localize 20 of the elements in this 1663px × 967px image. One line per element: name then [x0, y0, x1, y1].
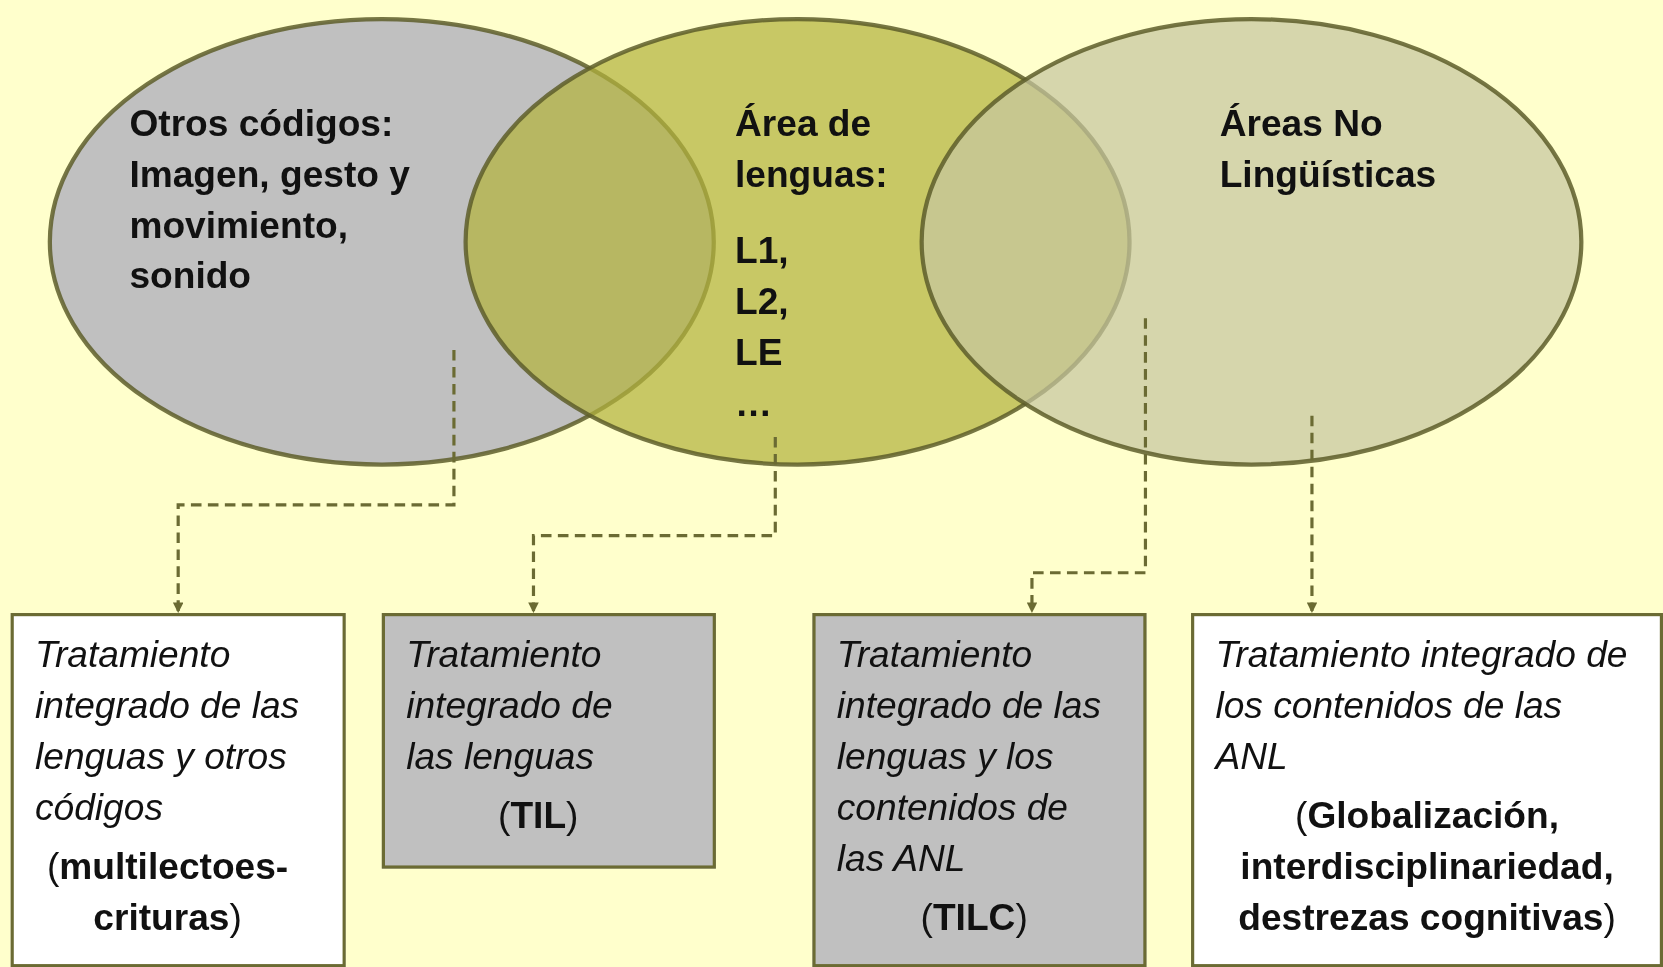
description-text: Tratamiento integrado de las lenguas	[406, 632, 614, 779]
arrow	[528, 436, 777, 613]
arrow	[1306, 415, 1318, 613]
term-text: (multilectoes-crituras)	[45, 844, 290, 940]
description-text: Tratamiento integrado de las lenguas y los contenidos de las ANL	[836, 632, 1102, 881]
ellipse-label: Áreas No Lingüísticas	[1219, 100, 1438, 197]
term-text: (TILC)	[919, 895, 1029, 940]
term-text: (Globalización, interdisciplinariedad, destrezas cognitivas)	[1237, 793, 1617, 940]
ellipse-label: L1, L2, LE …	[735, 228, 790, 426]
term-text: (TIL)	[497, 793, 580, 838]
arrow	[1026, 318, 1148, 613]
ellipse-label: Otros códigos: Imagen, gesto y movimiento, sonido	[129, 100, 411, 298]
text-box	[381, 613, 716, 869]
text-box	[812, 613, 1147, 967]
arrow	[172, 350, 456, 613]
venn-ellipse	[919, 16, 1584, 467]
text-box	[10, 613, 346, 967]
text-box	[1191, 613, 1663, 967]
description-text: Tratamiento integrado de los contenidos de las ANL	[1215, 632, 1629, 779]
ellipse-label: Área de lenguas:	[735, 100, 889, 197]
